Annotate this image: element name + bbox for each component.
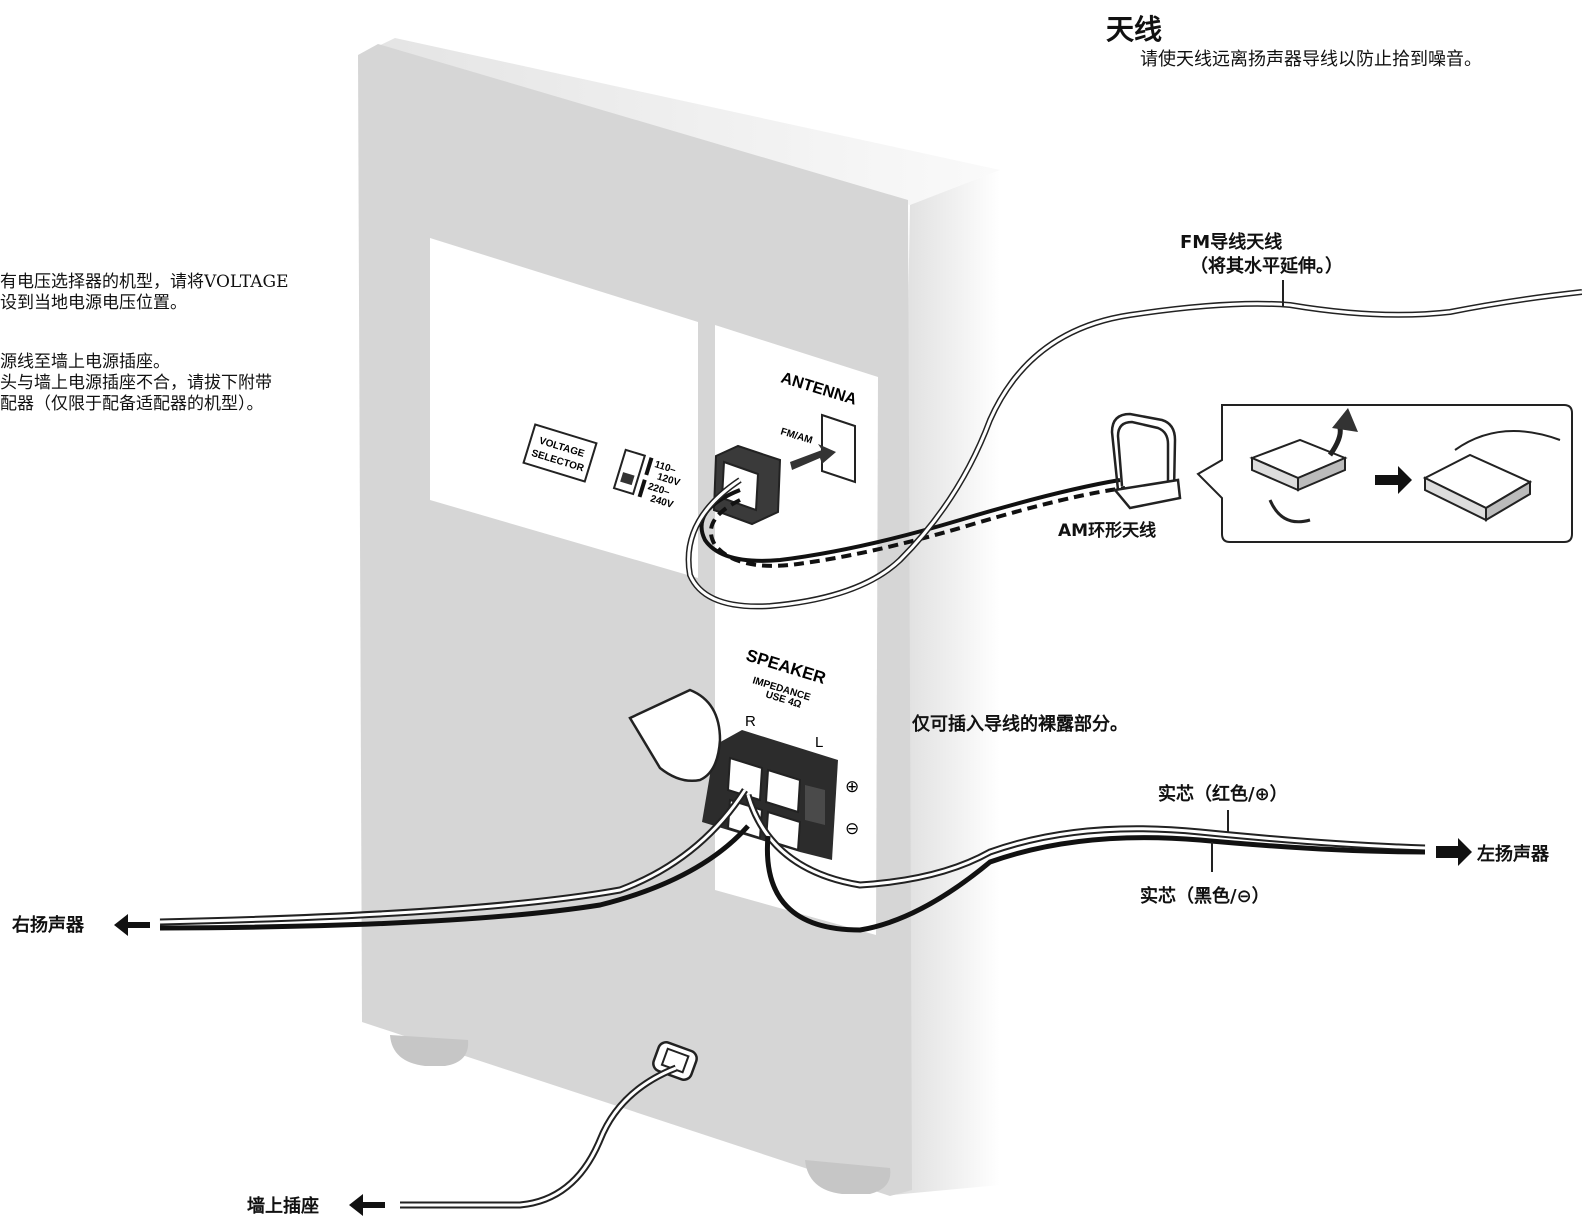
power-note-line-3: 配器（仅限于配备适配器的机型）。 bbox=[0, 394, 264, 414]
power-cord bbox=[349, 1064, 678, 1216]
power-note-line-2: 头与墙上电源插座不合，请拔下附带 bbox=[0, 373, 272, 393]
voltage-note-line-1: 有电压选择器的机型，请将VOLTAGE bbox=[0, 272, 289, 292]
power-note-line-1: 源线至墙上电源插座。 bbox=[0, 352, 170, 372]
am-antenna-label: AM环形天线 bbox=[1058, 521, 1157, 541]
am-loop-antenna bbox=[1110, 412, 1182, 510]
minus-symbol: ⊖ bbox=[845, 819, 859, 838]
speaker-l-label: L bbox=[815, 734, 823, 751]
voltage-note: 有电压选择器的机型，请将VOLTAGE 设到当地电源电压位置。 bbox=[0, 272, 289, 314]
bare-wire-note: 仅可插入导线的裸露部分。 bbox=[912, 714, 1128, 735]
page-subtitle: 请使天线远离扬声器导线以防止拾到噪音。 bbox=[1140, 49, 1482, 70]
antenna-connector bbox=[712, 444, 782, 526]
voltage-note-line-2: 设到当地电源电压位置。 bbox=[0, 293, 187, 313]
left-speaker-label: 左扬声器 bbox=[1477, 844, 1549, 865]
solid-black-label: 实芯（黑色/⊖） bbox=[1140, 886, 1270, 907]
page-title: 天线 bbox=[1106, 13, 1163, 46]
power-note: 源线至墙上电源插座。 头与墙上电源插座不合，请拔下附带 配器（仅限于配备适配器的… bbox=[0, 352, 272, 415]
voltage-selector: VOLTAGE SELECTOR 110– 120V 220– 240V bbox=[522, 423, 681, 511]
speaker-r-label: R bbox=[745, 713, 756, 730]
arrow-left-icon bbox=[114, 914, 150, 936]
plus-symbol: ⊕ bbox=[845, 777, 859, 796]
arrow-right-icon bbox=[1375, 466, 1412, 494]
right-speaker-cable bbox=[114, 788, 750, 936]
fm-antenna-label: FM导线天线 bbox=[1180, 232, 1283, 253]
am-assembly-callout bbox=[1196, 404, 1573, 543]
finger-illustration bbox=[628, 688, 722, 782]
right-speaker-label: 右扬声器 bbox=[12, 915, 84, 936]
arrow-left-icon bbox=[349, 1194, 385, 1216]
left-speaker-cable bbox=[744, 794, 1472, 933]
unit-body bbox=[358, 38, 1000, 1196]
fm-antenna-note: （将其水平延伸。） bbox=[1190, 256, 1343, 277]
insert-arrow-icon bbox=[790, 444, 836, 470]
speaker-terminal bbox=[702, 730, 838, 860]
solid-red-label: 实芯（红色/⊕） bbox=[1158, 784, 1288, 805]
am-twisted-wire bbox=[699, 478, 1126, 568]
arrow-right-icon bbox=[1436, 838, 1472, 866]
wall-outlet-label: 墙上插座 bbox=[247, 1196, 319, 1217]
